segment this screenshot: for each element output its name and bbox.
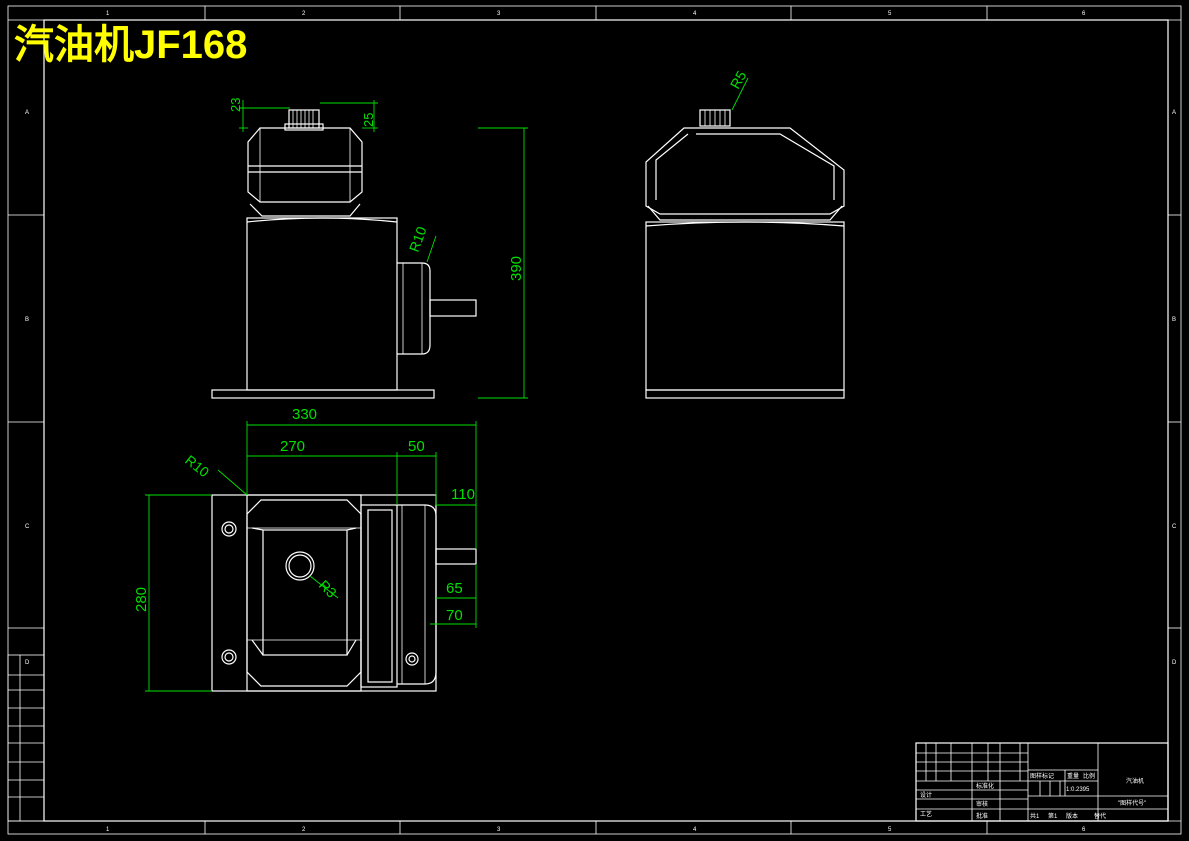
tb-process: 工艺 [920,810,932,818]
col-label-2-top: 2 [302,11,306,17]
dim-25: 25 [361,113,376,127]
dim-r5: R5 [727,68,750,92]
zone-ticks [8,6,1181,834]
top-view [211,494,477,692]
dim-65: 65 [446,580,463,597]
col-label-1-top: 1 [106,11,110,17]
tb-sheets: 共1 [1030,812,1040,820]
top-view-dimensions: 330 270 50 110 R10 280 R3 65 70 [133,406,477,692]
tb-replace: 替代 [1094,812,1106,820]
col-label-5-top: 5 [888,11,892,17]
tb-approve: 批准 [976,812,988,820]
row-label-d-left: D [25,660,30,666]
title-block: 图样标记 重量 比例 汽油机 1:0.2395 "图样代号" 共1 第1 版本 … [915,742,1169,822]
col-label-4-top: 4 [693,11,697,17]
row-label-c-left: C [25,524,30,530]
col-label-3-bottom: 3 [497,827,501,833]
dim-r3: R3 [316,577,340,601]
col-label-5-bottom: 5 [888,827,892,833]
dim-r10-side: R10 [406,224,430,254]
tb-check: 审核 [976,800,988,808]
tb-scale: 1:0.2395 [1066,787,1090,793]
tb-design: 设计 [920,791,932,799]
tb-header-3: 比例 [1083,772,1095,780]
dim-280: 280 [133,587,150,612]
dim-23: 23 [228,98,243,112]
dim-r10-top: R10 [182,452,212,481]
col-label-4-bottom: 4 [693,827,697,833]
row-label-a-left: A [25,110,29,116]
side-view: R5 [645,68,845,399]
tb-header-1: 图样标记 [1030,772,1054,780]
dim-110: 110 [451,486,475,503]
tb-sheet: 第1 [1048,812,1058,820]
tb-version: 版本 [1066,812,1078,820]
tb-standard: 标准化 [976,782,994,790]
col-label-2-bottom: 2 [302,827,306,833]
drawing-title: 汽油机JF168 [14,23,247,67]
front-view [211,109,477,399]
dim-270: 270 [280,438,305,455]
front-view-dimensions: 23 25 390 R10 [228,98,528,399]
row-label-a-right: A [1172,110,1176,116]
outer-border [7,5,1182,835]
inner-border [43,19,1169,822]
dim-50: 50 [408,438,425,455]
tb-name: 汽油机 [1126,777,1144,785]
tb-drawing-no: "图样代号" [1118,799,1146,807]
tb-header-2: 重量 [1067,772,1079,780]
row-label-b-right: B [1172,317,1176,323]
dim-330: 330 [292,406,317,423]
col-label-3-top: 3 [497,11,501,17]
left-side-table [7,654,45,822]
row-label-d-right: D [1172,660,1177,666]
col-label-6-bottom: 6 [1082,827,1086,833]
col-label-1-bottom: 1 [106,827,110,833]
col-label-6-top: 6 [1082,11,1086,17]
row-label-c-right: C [1172,524,1177,530]
dim-70: 70 [446,607,463,624]
row-label-b-left: B [25,317,29,323]
dim-390: 390 [508,256,525,281]
zone-labels: 1 2 3 4 5 6 1 2 3 4 5 6 A B C D A B C D [25,11,1177,833]
